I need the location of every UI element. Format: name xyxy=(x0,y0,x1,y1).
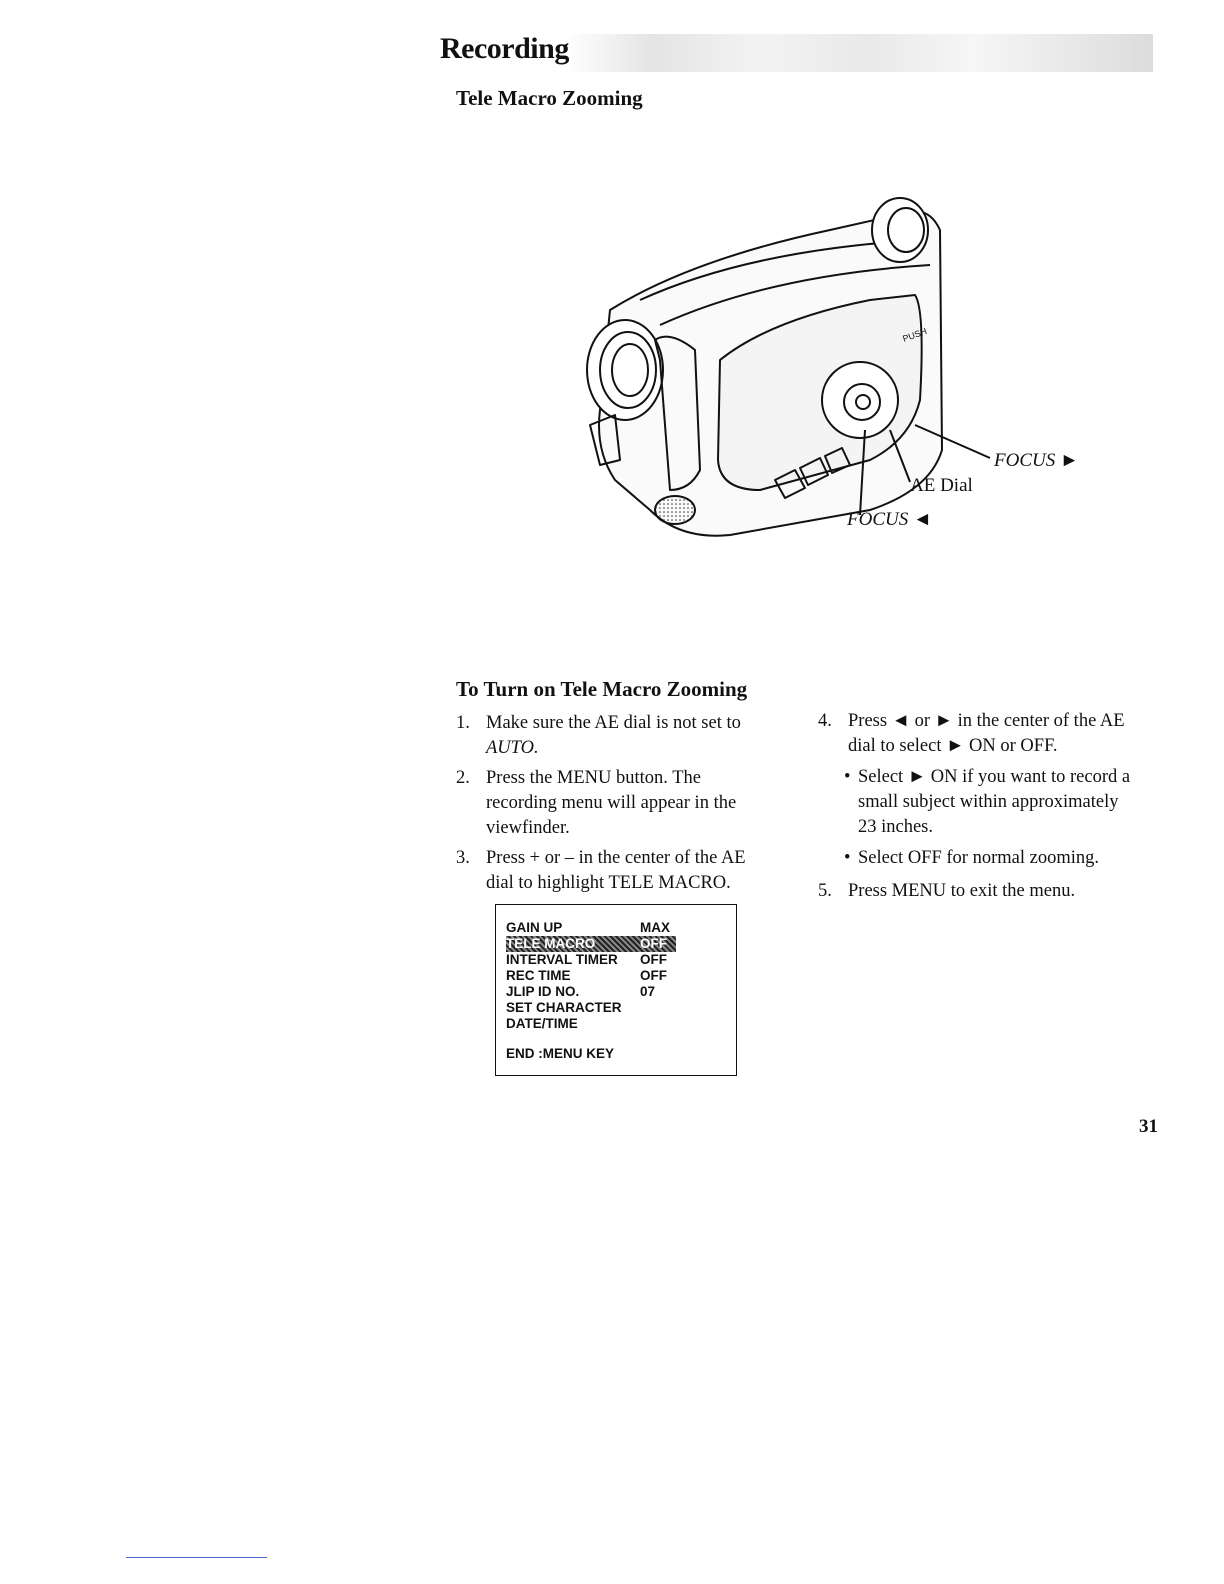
step-line: Make sure the AE dial is not set to xyxy=(486,713,741,733)
menu-label: REC TIME xyxy=(506,968,571,983)
menu-row-date-time: DATE/TIME xyxy=(506,1016,726,1032)
menu-value: MAX xyxy=(640,920,670,935)
bullet-line: Select ► ON if you want to record a xyxy=(858,767,1131,787)
step-number: 1. xyxy=(456,713,470,733)
menu-row-gain-up: GAIN UP MAX xyxy=(506,920,726,936)
page-number: 31 xyxy=(1139,1116,1158,1137)
menu-row-set-character: SET CHARACTER xyxy=(506,1000,726,1016)
menu-value: OFF xyxy=(640,936,667,951)
bullet-line: small subject within approximately xyxy=(858,792,1119,812)
step-number: 2. xyxy=(456,768,470,788)
menu-label: SET CHARACTER xyxy=(506,1000,622,1015)
step-line: dial to select ► ON or OFF. xyxy=(848,736,1058,756)
step-line: Press + or – in the center of the AE xyxy=(486,848,746,868)
bullet-dot: • xyxy=(844,848,851,868)
step-line: dial to highlight TELE MACRO. xyxy=(486,873,731,893)
menu-value: OFF xyxy=(640,968,667,983)
menu-row-interval-timer: INTERVAL TIMER OFF xyxy=(506,952,726,968)
bullet-dot: • xyxy=(844,767,851,787)
step-line: Press ◄ or ► in the center of the AE xyxy=(848,711,1125,731)
section-header-band xyxy=(437,34,1153,72)
section-title: Recording xyxy=(440,32,569,65)
page-subtitle: Tele Macro Zooming xyxy=(456,86,643,110)
instructions-heading: To Turn on Tele Macro Zooming xyxy=(456,677,748,701)
menu-row-jlip-id: JLIP ID NO. 07 xyxy=(506,984,726,1000)
step-line: AUTO. xyxy=(486,738,539,758)
menu-footer: END :MENU KEY xyxy=(506,1046,726,1062)
menu-label: JLIP ID NO. xyxy=(506,984,580,999)
callout-ae-dial: AE Dial xyxy=(910,475,973,496)
menu-label: DATE/TIME xyxy=(506,1016,578,1031)
step-number: 4. xyxy=(818,711,832,731)
step-line: recording menu will appear in the xyxy=(486,793,737,813)
step-line: Press the MENU button. The xyxy=(486,768,701,788)
menu-label: INTERVAL TIMER xyxy=(506,952,618,967)
menu-value: OFF xyxy=(640,952,667,967)
bullet-line: 23 inches. xyxy=(858,817,934,837)
step-line: Press MENU to exit the menu. xyxy=(848,881,1076,901)
footer-rule xyxy=(126,1557,267,1558)
menu-value: 07 xyxy=(640,984,656,999)
viewfinder-menu-screen: GAIN UP MAX TELE MACRO OFF INTERVAL TIME… xyxy=(495,904,737,1076)
menu-label: TELE MACRO xyxy=(506,936,596,951)
menu-footer-text: END :MENU KEY xyxy=(506,1046,615,1061)
callout-focus-left: FOCUS ◄ xyxy=(847,509,932,530)
camcorder-illustration: PUSH xyxy=(570,190,1090,540)
step-number: 5. xyxy=(818,881,832,901)
step-line: viewfinder. xyxy=(486,818,570,838)
menu-label: GAIN UP xyxy=(506,920,563,935)
step-number: 3. xyxy=(456,848,470,868)
menu-row-rec-time: REC TIME OFF xyxy=(506,968,726,984)
menu-row-tele-macro-highlighted: TELE MACRO OFF xyxy=(506,936,676,952)
bullet-line: Select OFF for normal zooming. xyxy=(858,848,1099,868)
callout-focus-right: FOCUS ► xyxy=(994,450,1079,471)
camcorder-drawing: PUSH xyxy=(586,197,991,537)
